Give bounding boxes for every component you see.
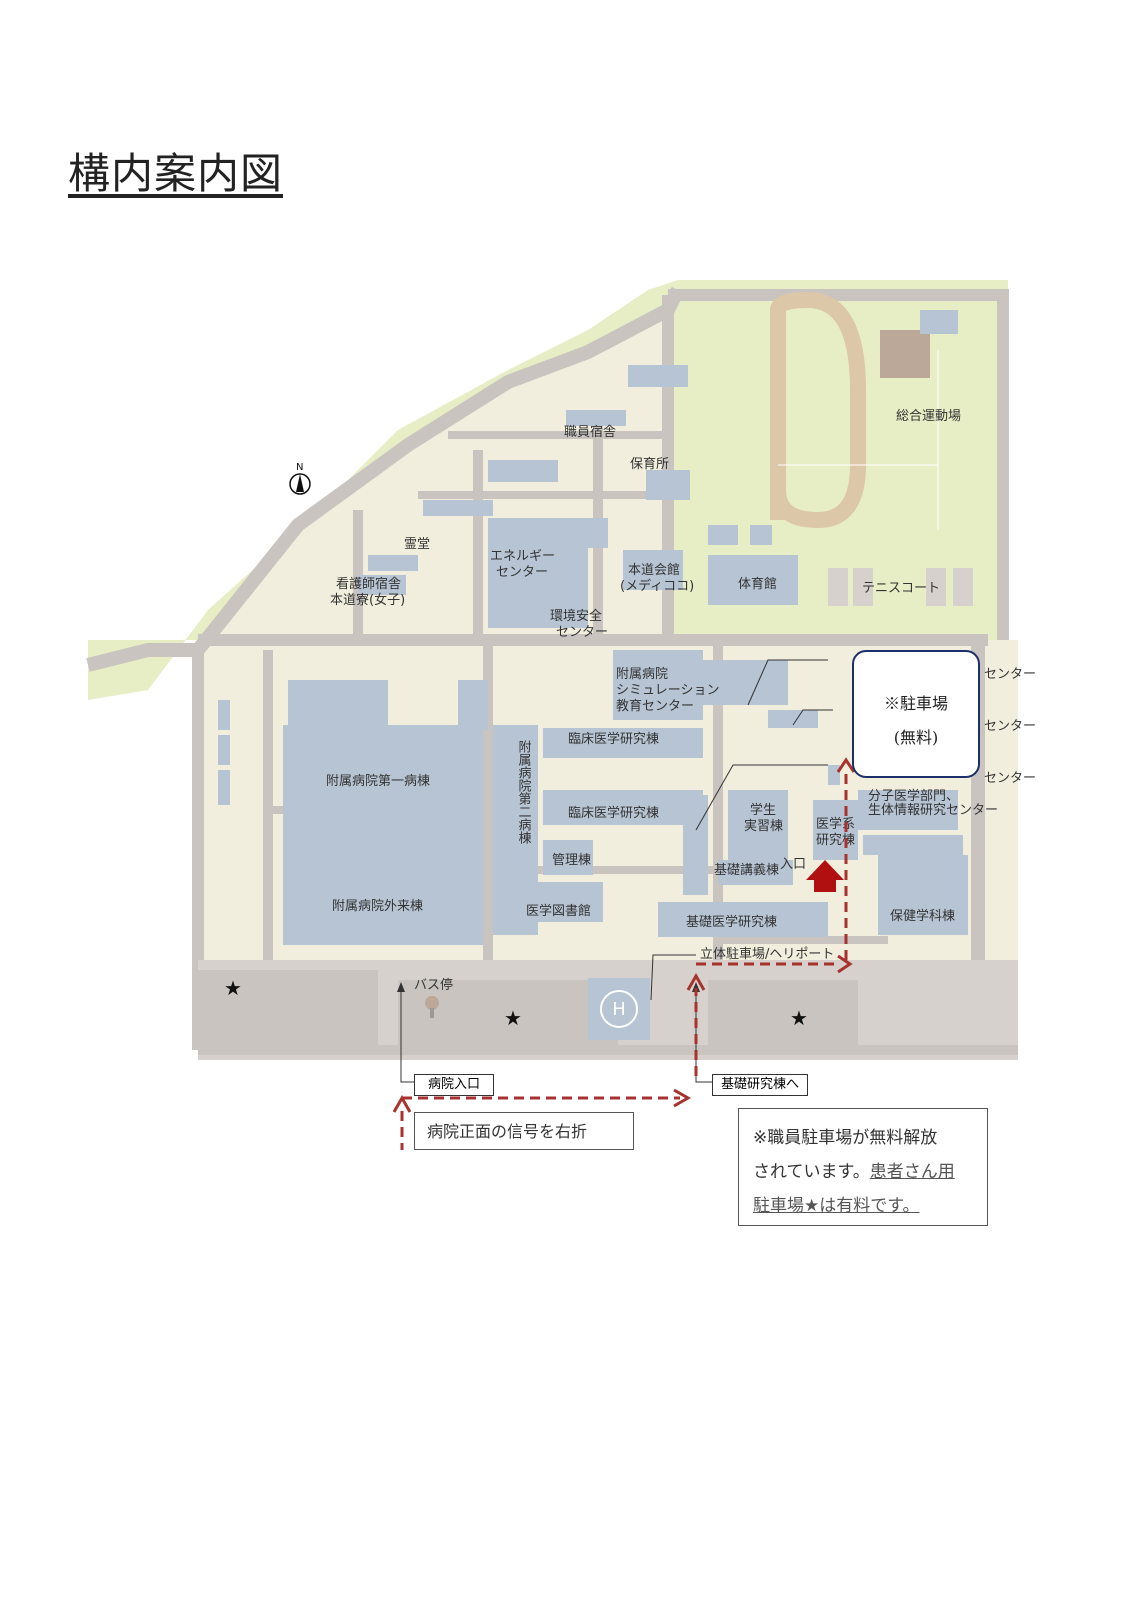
label-hondo-hall-2: (メディココ) bbox=[620, 578, 694, 594]
label-sim-1: 附属病院 bbox=[616, 667, 668, 682]
route-arrow-5 bbox=[836, 757, 856, 773]
label-library: 医学図書館 bbox=[526, 903, 591, 919]
label-health-science: 保健学科棟 bbox=[890, 908, 955, 924]
label-molecular-1: 分子医学部門、 bbox=[868, 788, 959, 804]
free-parking-callout: ※駐車場 (無料) bbox=[852, 650, 980, 778]
helipad-ring bbox=[600, 990, 638, 1028]
label-med-research-2: 研究棟 bbox=[816, 833, 855, 848]
staff-note-line2: されています。患者さん用 bbox=[753, 1155, 973, 1189]
label-med-research-1: 医学系 bbox=[816, 816, 855, 832]
label-center-a: センター bbox=[984, 667, 1036, 682]
helipad bbox=[588, 978, 650, 1040]
helipad-h: H bbox=[612, 999, 626, 1020]
label-molecular-2: 生体情報研究センター bbox=[868, 803, 998, 818]
sports-annex bbox=[920, 310, 958, 334]
hospital-entrance-label: 病院入口 bbox=[414, 1074, 494, 1096]
basic-research-label: 基礎研究棟へ bbox=[712, 1074, 808, 1096]
label-sports-ground: 総合運動場 bbox=[896, 409, 961, 424]
staff-note-line3: 駐車場★は有料です。 bbox=[753, 1196, 920, 1216]
star-paid-parking-1: ★ bbox=[224, 976, 242, 1000]
label-student-2: 実習棟 bbox=[744, 818, 783, 834]
parking-callout-line1: ※駐車場 bbox=[883, 694, 948, 713]
parking-lot-right bbox=[708, 980, 858, 1045]
tennis-courts bbox=[828, 568, 973, 606]
label-sim-2: シミュレーション bbox=[616, 683, 719, 698]
staff-note-line1: ※職員駐車場が無料解放 bbox=[753, 1128, 938, 1148]
label-nurse-dorm-2: 本道寮(女子) bbox=[330, 592, 405, 608]
label-parking-heli: 立体駐車場/ヘリポート bbox=[700, 947, 834, 962]
label-basic-med: 基礎医学研究棟 bbox=[686, 914, 777, 930]
label-energy-2: センター bbox=[496, 565, 548, 580]
north-label: N bbox=[296, 462, 303, 473]
bus-stop-arrow bbox=[397, 982, 405, 992]
label-sim-3: 教育センター bbox=[616, 698, 694, 714]
parking-lot-left bbox=[198, 970, 378, 1045]
label-energy-1: エネルギー bbox=[490, 549, 555, 564]
label-entrance: 入口 bbox=[780, 857, 806, 872]
north-arrow-needle bbox=[296, 474, 304, 492]
label-mortuary: 霊堂 bbox=[404, 537, 430, 552]
heli-arrow bbox=[692, 982, 700, 992]
parking-callout-line2: (無料) bbox=[893, 728, 939, 747]
label-ward-2: 附属病院第二病棟 bbox=[516, 740, 532, 844]
label-student-1: 学生 bbox=[750, 802, 776, 818]
label-nurse-dorm-1: 看護師宿舎 bbox=[336, 576, 401, 592]
label-env-safety-2: センター bbox=[556, 625, 608, 640]
route-arrow-4 bbox=[837, 954, 853, 974]
route-arrow-3 bbox=[686, 972, 706, 991]
label-ward-1: 附属病院第一病棟 bbox=[326, 774, 430, 789]
buildings bbox=[218, 365, 968, 945]
label-gym: 体育館 bbox=[738, 576, 777, 592]
label-clinical-2: 臨床医学研究棟 bbox=[568, 805, 659, 821]
map-canvas: H bbox=[86, 280, 1036, 1150]
south-road-lower bbox=[198, 1045, 1018, 1055]
label-clinical-1: 臨床医学研究棟 bbox=[568, 731, 659, 747]
label-center-c: センター bbox=[984, 771, 1036, 786]
page-title: 構内案内図 bbox=[68, 149, 284, 198]
label-tennis: テニスコート bbox=[862, 581, 940, 596]
star-paid-parking-2: ★ bbox=[504, 1006, 522, 1030]
label-admin: 管理棟 bbox=[552, 853, 591, 868]
bus-stop-pole bbox=[430, 1008, 434, 1018]
staff-parking-note: ※職員駐車場が無料解放 されています。患者さん用 駐車場★は有料です。 bbox=[738, 1108, 988, 1226]
label-center-b: センター bbox=[984, 719, 1036, 734]
parking-lot-mid bbox=[398, 980, 618, 1045]
campus-map: H bbox=[68, 270, 1048, 1150]
label-nursery: 保育所 bbox=[630, 456, 669, 472]
route-arrow-2 bbox=[673, 1088, 692, 1108]
staff-note-line2a: されています。 bbox=[753, 1162, 870, 1182]
label-env-safety-1: 環境安全 bbox=[550, 608, 602, 624]
label-basic-lecture: 基礎講義棟 bbox=[714, 862, 779, 878]
sports-building bbox=[880, 330, 930, 378]
label-bus-stop: バス停 bbox=[414, 977, 453, 993]
staff-note-line2b: 患者さん用 bbox=[869, 1162, 955, 1182]
entrance-arrow-icon bbox=[806, 860, 844, 892]
bus-stop-icon bbox=[425, 996, 439, 1010]
star-paid-parking-3: ★ bbox=[790, 1006, 808, 1030]
route-arrow-1 bbox=[392, 1094, 412, 1113]
turn-right-note: 病院正面の信号を右折 bbox=[414, 1112, 634, 1150]
route-path bbox=[400, 760, 876, 1150]
label-hondo-hall-1: 本道会館 bbox=[628, 563, 680, 578]
label-outpatient: 附属病院外来棟 bbox=[332, 899, 423, 914]
leader-lines bbox=[400, 659, 833, 1083]
label-staff-housing: 職員宿舎 bbox=[564, 424, 616, 440]
running-track bbox=[770, 291, 866, 529]
